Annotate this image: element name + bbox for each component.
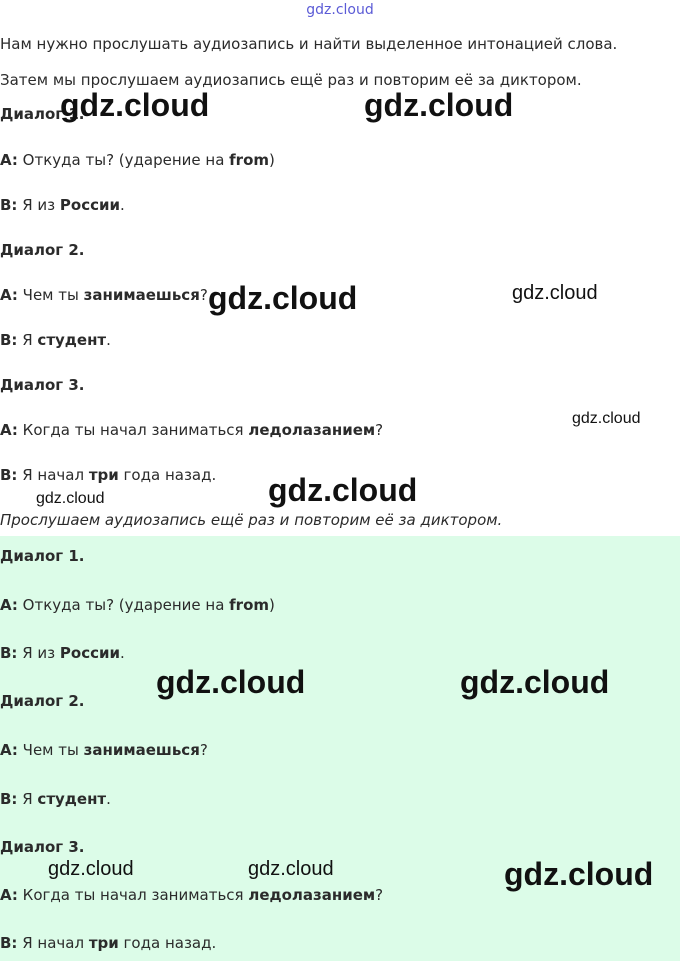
speaker-label: A: [0, 286, 18, 304]
line-text: Я начал [22, 934, 89, 952]
watermark: gdz.cloud [512, 282, 598, 304]
dialog-2-line-a: A: Чем ты занимаешься? [0, 286, 208, 304]
speaker-label: A: [0, 741, 18, 759]
dialog-1-line-a: A: Откуда ты? (ударение на from) [0, 151, 275, 169]
watermark: gdz.cloud [60, 87, 210, 123]
line-end: года назад. [118, 934, 217, 952]
speaker-label: A: [0, 596, 18, 614]
dialog-3-line-b: B: Я начал три года назад. [0, 466, 216, 484]
italic-note: Прослушаем аудиозапись ещё раз и повтори… [0, 511, 503, 529]
line-text: Когда ты начал заниматься [22, 421, 249, 439]
watermark: gdz.cloud [48, 858, 134, 880]
dialog-2-title: Диалог 2. [0, 241, 85, 259]
dialog-2-line-b: B: Я студент. [0, 331, 111, 349]
speaker-label: B: [0, 466, 18, 484]
line-text: Я [22, 790, 38, 808]
line-end: ) [269, 596, 275, 614]
line-text: Я из [22, 196, 60, 214]
stressed-word: три [88, 466, 119, 484]
stressed-word: студент [37, 790, 107, 808]
speaker-label: B: [0, 934, 18, 952]
answer-dialog-3-title: Диалог 3. [0, 838, 85, 856]
site-link[interactable]: gdz.cloud [306, 2, 374, 18]
speaker-label: A: [0, 886, 18, 904]
line-end: года назад. [118, 466, 217, 484]
intro-line-2: Затем мы прослушаем аудиозапись ещё раз … [0, 71, 582, 89]
stressed-word: занимаешься [83, 741, 200, 759]
stressed-word: from [229, 596, 270, 614]
line-end: . [120, 196, 125, 214]
answer-dialog-3-line-b: B: Я начал три года назад. [0, 934, 216, 952]
watermark: gdz.cloud [364, 87, 514, 123]
line-text: Когда ты начал заниматься [22, 886, 249, 904]
answer-dialog-2-line-b: B: Я студент. [0, 790, 111, 808]
dialog-1-line-b: B: Я из России. [0, 196, 125, 214]
watermark: gdz.cloud [504, 856, 654, 892]
answer-block [0, 536, 680, 961]
line-text: Откуда ты? (ударение на [22, 596, 230, 614]
watermark: gdz.cloud [156, 664, 306, 700]
line-end: ) [269, 151, 275, 169]
dialog-3-title: Диалог 3. [0, 376, 85, 394]
watermark: gdz.cloud [268, 472, 418, 508]
stressed-word: ледолазанием [248, 886, 376, 904]
line-end: ? [375, 886, 384, 904]
answer-dialog-3-line-a: A: Когда ты начал заниматься ледолазание… [0, 886, 383, 904]
dialog-3-line-a: A: Когда ты начал заниматься ледолазание… [0, 421, 383, 439]
answer-dialog-1-line-a: A: Откуда ты? (ударение на from) [0, 596, 275, 614]
stressed-word: студент [37, 331, 107, 349]
answer-dialog-2-line-a: A: Чем ты занимаешься? [0, 741, 208, 759]
line-text: Чем ты [22, 741, 84, 759]
line-end: . [106, 790, 111, 808]
watermark: gdz.cloud [460, 664, 610, 700]
line-text: Я из [22, 644, 60, 662]
line-end: ? [375, 421, 384, 439]
stressed-word: from [229, 151, 270, 169]
line-text: Я [22, 331, 38, 349]
speaker-label: A: [0, 421, 18, 439]
line-end: ? [199, 286, 208, 304]
speaker-label: A: [0, 151, 18, 169]
stressed-word: занимаешься [83, 286, 200, 304]
intro-line-1: Нам нужно прослушать аудиозапись и найти… [0, 35, 618, 53]
answer-dialog-1-line-b: B: Я из России. [0, 644, 125, 662]
stressed-word: три [88, 934, 119, 952]
line-end: . [106, 331, 111, 349]
line-end: ? [199, 741, 208, 759]
line-text: Откуда ты? (ударение на [22, 151, 230, 169]
watermark: gdz.cloud [248, 858, 334, 880]
answer-dialog-1-title: Диалог 1. [0, 547, 85, 565]
stressed-word: ледолазанием [248, 421, 376, 439]
line-text: Чем ты [22, 286, 84, 304]
line-end: . [120, 644, 125, 662]
watermark: gdz.cloud [572, 410, 641, 427]
line-text: Я начал [22, 466, 89, 484]
speaker-label: B: [0, 790, 18, 808]
dialog-1-title: Диалог 1. [0, 105, 85, 123]
speaker-label: B: [0, 331, 18, 349]
speaker-label: B: [0, 196, 18, 214]
speaker-label: B: [0, 644, 18, 662]
stressed-word: России [59, 644, 121, 662]
stressed-word: России [59, 196, 121, 214]
watermark: gdz.cloud [208, 280, 358, 316]
answer-dialog-2-title: Диалог 2. [0, 692, 85, 710]
watermark: gdz.cloud [36, 490, 105, 507]
